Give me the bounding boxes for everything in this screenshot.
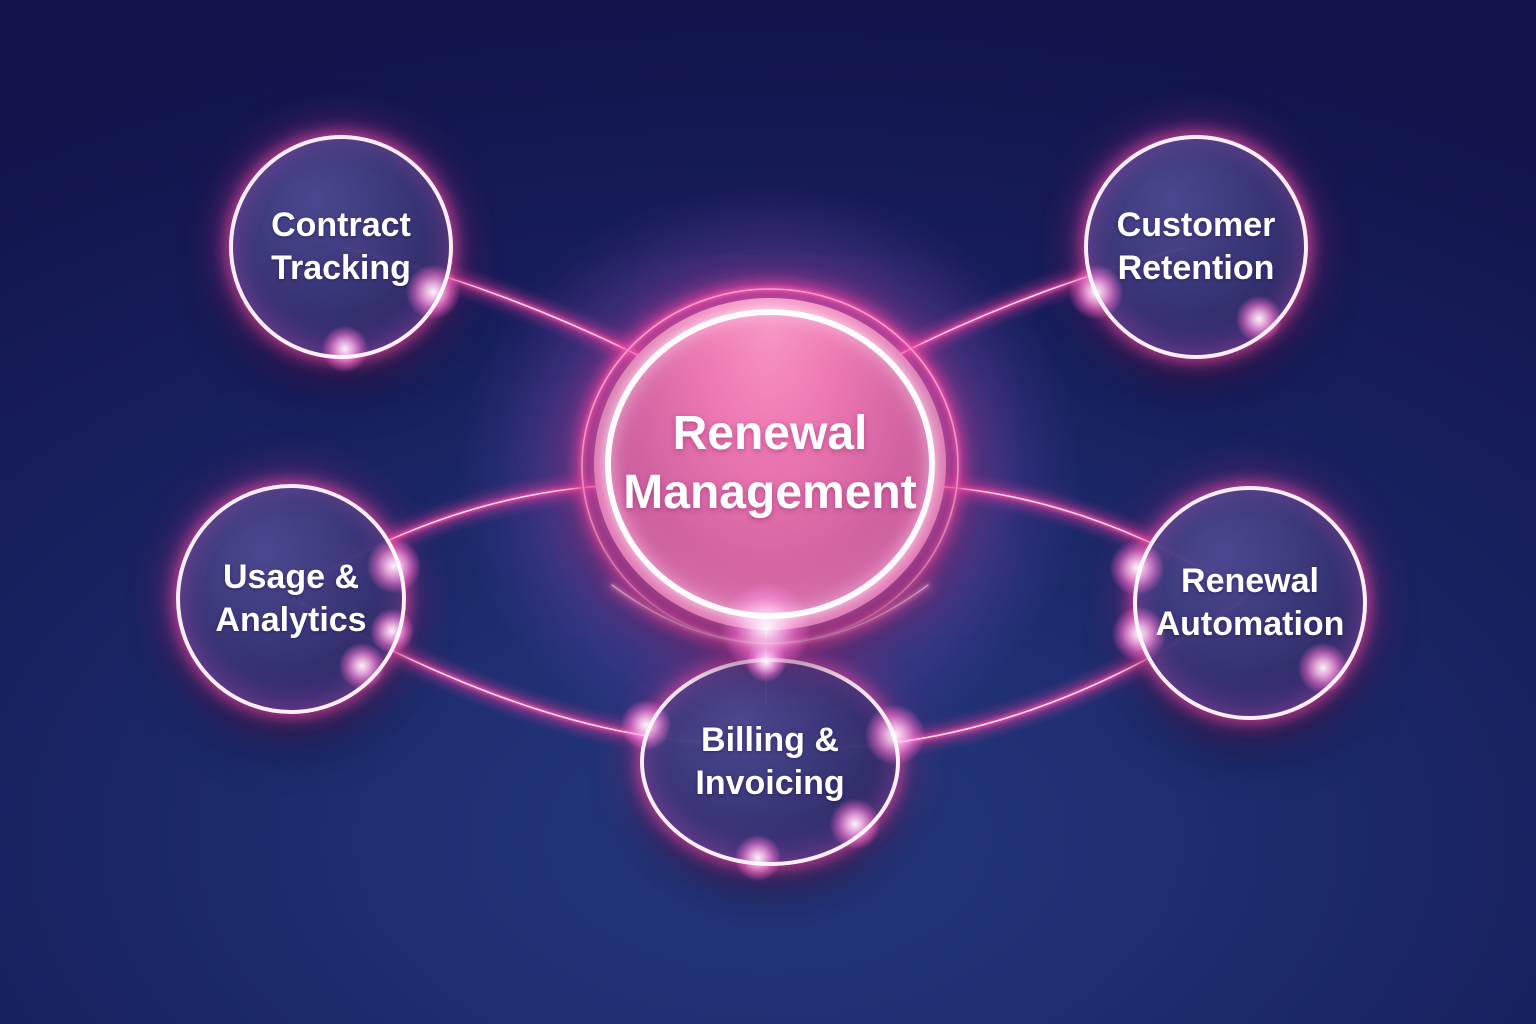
node-renewal-management: Renewal Management (594, 298, 946, 630)
label-line: Management (623, 466, 917, 519)
node-label: Renewal Automation (1156, 560, 1345, 646)
node-label: Billing & Invoicing (695, 719, 844, 805)
label-line: Tracking (271, 249, 411, 287)
label-line: Billing & (701, 721, 839, 760)
node-label: Contract Tracking (271, 204, 411, 290)
label-line: Analytics (215, 601, 367, 639)
node-label: Renewal Management (623, 405, 916, 522)
node-billing-invoicing: Billing & Invoicing (640, 658, 900, 866)
node-label: Customer Retention (1117, 204, 1276, 290)
label-line: Automation (1155, 605, 1345, 643)
label-line: Retention (1117, 249, 1275, 287)
label-line: Renewal (672, 407, 868, 461)
label-line: Customer (1116, 206, 1276, 245)
node-label: Usage & Analytics (215, 556, 366, 642)
label-line: Renewal (1181, 562, 1319, 601)
label-line: Contract (271, 206, 411, 245)
node-usage-analytics: Usage & Analytics (176, 484, 406, 714)
label-line: Invoicing (695, 764, 845, 802)
node-renewal-automation: Renewal Automation (1133, 486, 1367, 720)
node-contract-tracking: Contract Tracking (229, 135, 453, 359)
node-customer-retention: Customer Retention (1084, 135, 1308, 359)
label-line: Usage & (222, 558, 360, 597)
